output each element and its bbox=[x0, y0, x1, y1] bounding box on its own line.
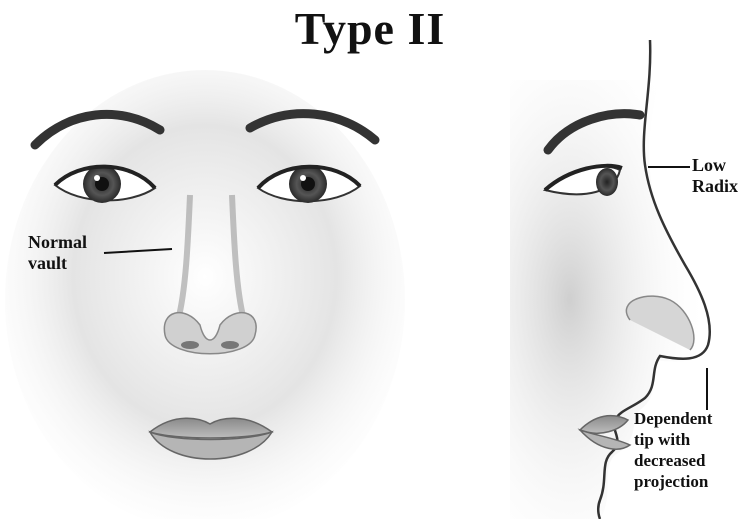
dependent-tip-label: Dependent tip with decreased projection bbox=[634, 408, 712, 492]
normal-vault-label: Normal vault bbox=[28, 232, 87, 274]
dependent-tip-line-2: tip with bbox=[634, 429, 712, 450]
dependent-tip-line-1: Dependent bbox=[634, 408, 712, 429]
frontal-face bbox=[5, 70, 405, 519]
normal-vault-line-2: vault bbox=[28, 253, 87, 274]
dependent-tip-line-4: projection bbox=[634, 471, 712, 492]
low-radix-label: Low Radix bbox=[692, 155, 738, 197]
dependent-tip-line-3: decreased bbox=[634, 450, 712, 471]
low-radix-line-1: Low bbox=[692, 155, 738, 176]
normal-vault-line-1: Normal bbox=[28, 232, 87, 253]
low-radix-line-2: Radix bbox=[692, 176, 738, 197]
